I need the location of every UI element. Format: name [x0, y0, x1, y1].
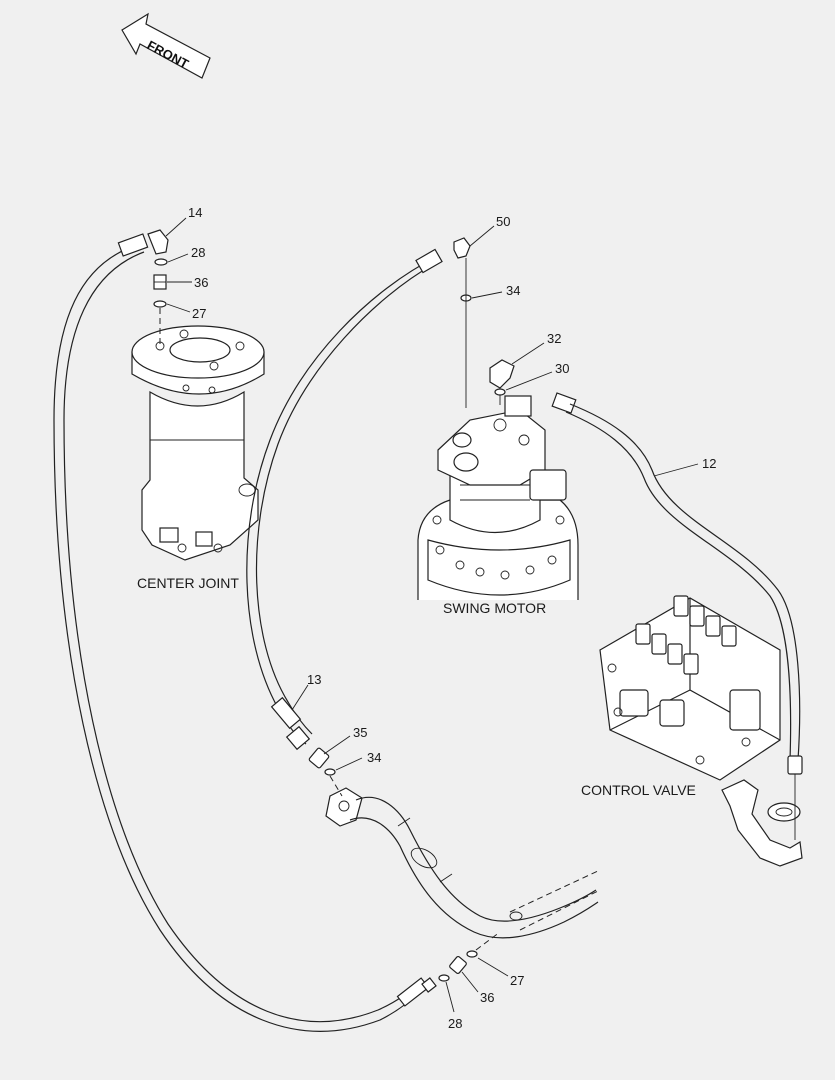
elbow-fitting-50 [453, 237, 471, 259]
center-joint-caption: CENTER JOINT [137, 575, 239, 591]
swing-motor-caption: SWING MOTOR [443, 600, 546, 616]
callout-36-top: 36 [194, 275, 208, 290]
connector-36-bottom [449, 955, 467, 975]
callout-30: 30 [555, 361, 569, 376]
suction-fittings [308, 747, 343, 797]
callout-28-bottom: 28 [448, 1016, 462, 1031]
hose-13 [246, 248, 443, 751]
callout-34-top: 34 [506, 283, 520, 298]
callout-27-bottom: 27 [510, 973, 524, 988]
callout-35: 35 [353, 725, 367, 740]
center-joint-fitting-stack [153, 258, 168, 345]
bottom-fitting-stack [438, 931, 501, 982]
swing-motor-fittings [453, 237, 515, 408]
o-ring-34-mid [324, 768, 336, 776]
o-ring-28-top [154, 258, 168, 266]
swing-motor: SWING MOTOR [417, 395, 579, 616]
callout-14: 14 [188, 205, 202, 220]
control-valve: CONTROL VALVE [581, 595, 803, 867]
o-ring-30 [494, 388, 506, 396]
o-ring-27-bottom [466, 950, 478, 958]
hose-12 [551, 392, 803, 840]
callout-50: 50 [496, 214, 510, 229]
callout-32: 32 [547, 331, 561, 346]
callout-numbers: 14 28 36 27 50 34 32 30 12 13 35 34 27 3… [188, 205, 716, 1031]
front-arrow: FRONT [121, 12, 211, 79]
callout-13: 13 [307, 672, 321, 687]
center-joint: CENTER JOINT [131, 325, 265, 591]
callout-34-mid: 34 [367, 750, 381, 765]
elbow-fitting-32 [489, 359, 515, 389]
hose-14 [53, 229, 437, 1032]
o-ring-27-top [153, 300, 167, 308]
o-ring-28-bottom [438, 974, 450, 982]
callout-12: 12 [702, 456, 716, 471]
callout-leaders [165, 217, 699, 1013]
suction-pipe [325, 787, 601, 939]
callout-36-bottom: 36 [480, 990, 494, 1005]
control-valve-caption: CONTROL VALVE [581, 782, 696, 798]
connector-35 [308, 747, 330, 769]
callout-28-top: 28 [191, 245, 205, 260]
callout-27-top: 27 [192, 306, 206, 321]
